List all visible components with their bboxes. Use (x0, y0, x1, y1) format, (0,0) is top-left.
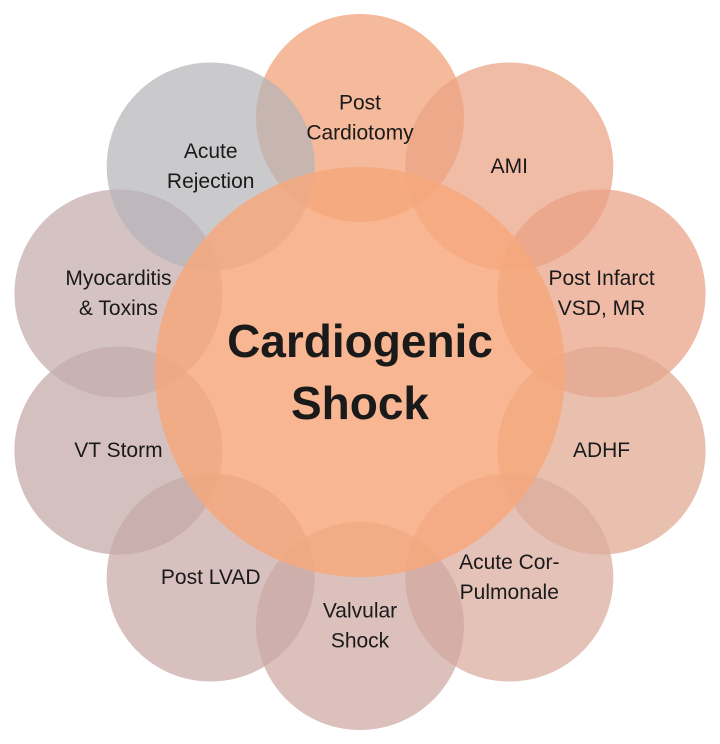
petal-vt-storm-label: VT Storm (74, 439, 162, 462)
center-circle (155, 167, 565, 577)
petal-vt-storm-label-line-1: VT Storm (74, 439, 162, 462)
petal-post-lvad-label: Post LVAD (161, 566, 261, 589)
petal-adhf-label: ADHF (573, 439, 630, 462)
petal-valvular-shock-label-line-1: Valvular (323, 600, 397, 623)
petal-myocarditis-toxins-label: Myocarditis & Toxins (65, 267, 171, 320)
petal-acute-cor-pulmonale-label-line-2: Pulmonale (460, 581, 559, 604)
center-layer (155, 167, 565, 577)
petal-acute-rejection-label-line-1: Acute (184, 140, 238, 163)
center-label-line-2: Shock (291, 377, 429, 429)
petal-acute-cor-pulmonale-label: Acute Cor- Pulmonale (459, 551, 559, 604)
petal-ami-label-line-1: AMI (491, 155, 528, 178)
petal-post-infarct-vsd-mr-label-line-1: Post Infarct (548, 267, 654, 290)
petal-valvular-shock-label-line-2: Shock (331, 630, 390, 653)
petal-myocarditis-toxins-label-line-2: & Toxins (79, 297, 158, 320)
petal-post-infarct-vsd-mr-label-line-2: VSD, MR (558, 297, 646, 320)
petal-post-cardiotomy-label-line-2: Cardiotomy (306, 122, 414, 145)
petal-post-lvad-label-line-1: Post LVAD (161, 566, 261, 589)
petal-myocarditis-toxins-label-line-1: Myocarditis (65, 267, 171, 290)
petal-adhf-label-line-1: ADHF (573, 439, 630, 462)
petal-acute-rejection-label-line-2: Rejection (167, 170, 255, 193)
petal-post-cardiotomy-label-line-1: Post (339, 92, 381, 115)
petal-acute-cor-pulmonale-label-line-1: Acute Cor- (459, 551, 559, 574)
center-label-line-1: Cardiogenic (227, 315, 493, 367)
petal-ami-label: AMI (491, 155, 528, 178)
